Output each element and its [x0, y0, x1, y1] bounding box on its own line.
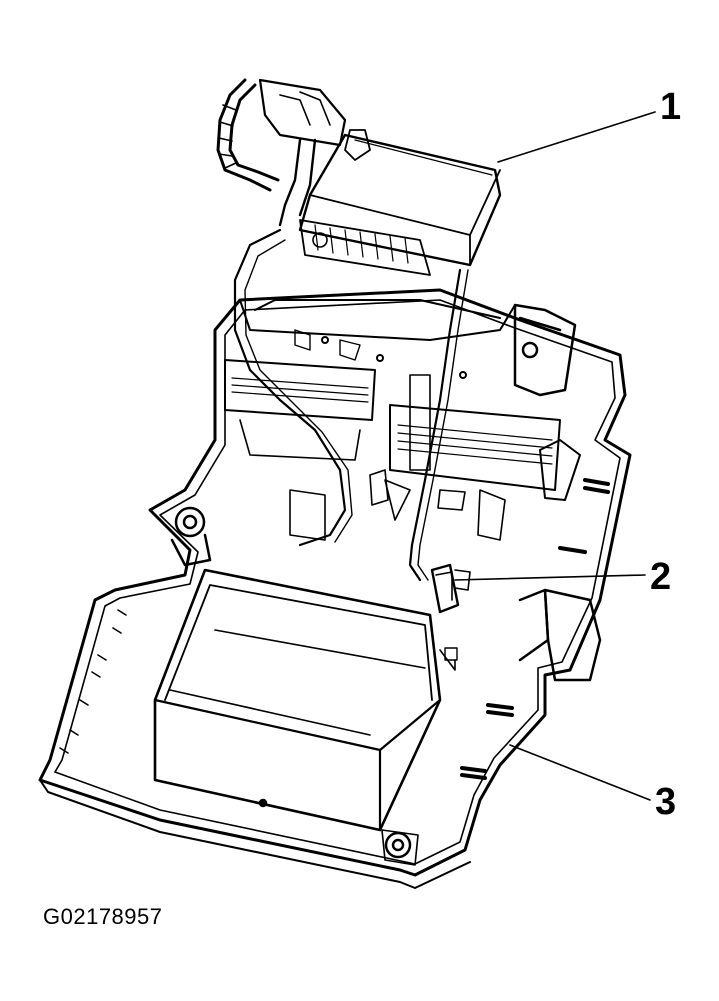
- retaining-clip: [432, 565, 470, 612]
- leader-line-1: [498, 112, 655, 162]
- control-module: [300, 135, 500, 275]
- cradle-frame: [225, 300, 580, 540]
- front-housing: [155, 570, 457, 830]
- callout-label-3: 3: [655, 781, 677, 823]
- base-tray: [40, 290, 630, 888]
- callout-label-2: 2: [650, 556, 672, 598]
- callout-label-1: 1: [660, 86, 682, 128]
- figure-id: G02178957: [43, 904, 163, 929]
- wiring-harness: [218, 80, 468, 580]
- leader-line-3: [510, 745, 650, 800]
- leader-lines: [455, 112, 655, 800]
- leader-line-2: [455, 575, 645, 580]
